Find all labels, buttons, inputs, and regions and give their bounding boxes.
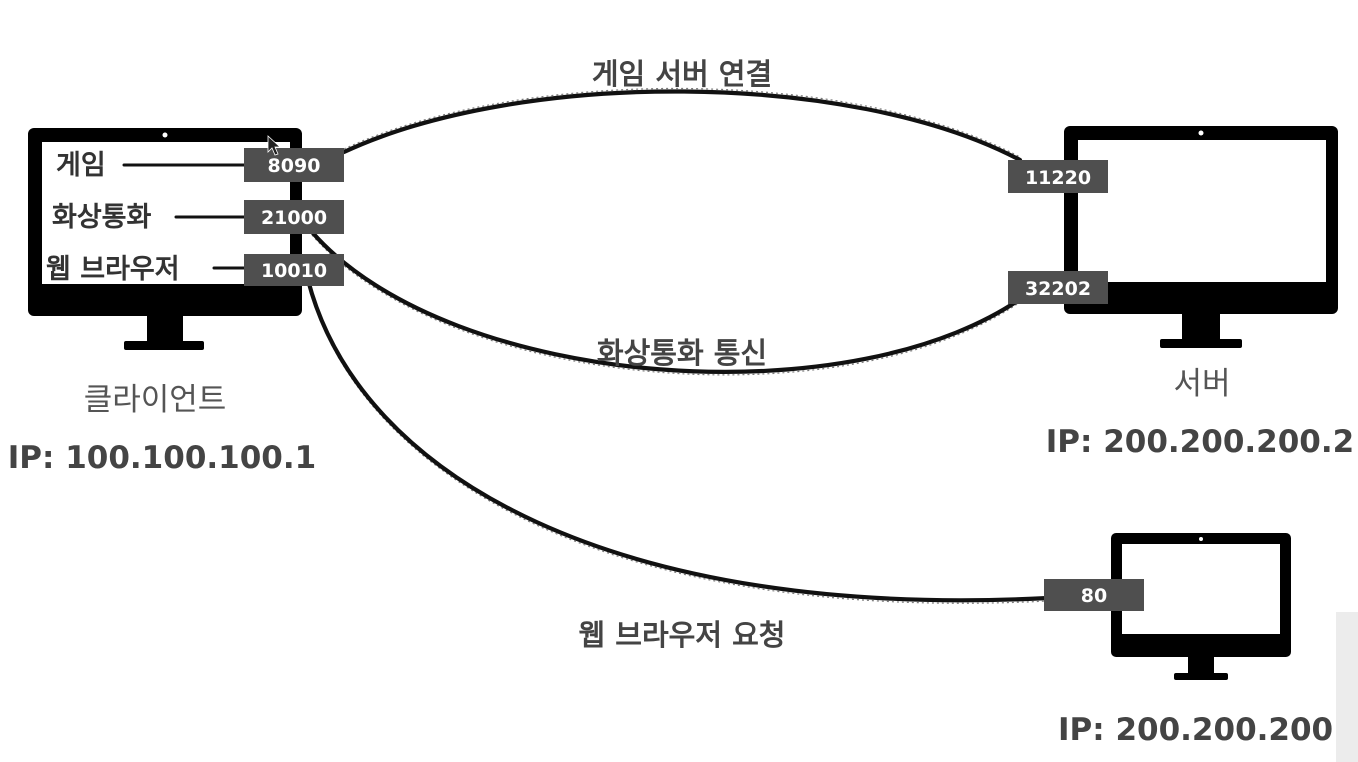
web-server-monitor: [1111, 533, 1291, 680]
server-port-box-game: [1008, 160, 1108, 193]
client-app-leaders: [122, 163, 248, 270]
web-server-ip: IP: 200.200.200.3: [1058, 712, 1358, 748]
scroll-edge-panel: [1336, 612, 1358, 762]
app-label-game: 게임: [56, 150, 106, 181]
label-game-connection: 게임 서버 연결: [592, 57, 772, 91]
client-monitor-camera: [162, 132, 168, 138]
server-port-box-video: [1008, 271, 1108, 304]
cursor-icon: [267, 135, 282, 156]
client-port-box-web: [244, 254, 344, 286]
server-ports: 11220 32202: [1008, 160, 1108, 304]
client-monitor-base: [124, 341, 204, 350]
web-server-monitor-camera: [1199, 537, 1203, 541]
edge-game-connection-fuzz: [343, 87, 1021, 158]
server-name: 서버: [1173, 366, 1230, 402]
app-label-video-call: 화상통화: [52, 202, 152, 233]
edge-video-call: [309, 229, 1033, 374]
client-port-game: 8090: [268, 155, 321, 177]
client-port-box-game: [244, 148, 344, 182]
label-video-call: 화상통화 통신: [597, 336, 767, 370]
server-monitor: [1064, 126, 1338, 348]
server-monitor-camera: [1198, 130, 1204, 136]
edge-game-connection: [341, 89, 1023, 163]
app-label-web-browser: 웹 브라우저: [46, 254, 180, 285]
edge-web-request: [305, 277, 1051, 603]
server-monitor-base: [1160, 339, 1242, 348]
client-ip: IP: 100.100.100.1: [8, 440, 316, 476]
web-server-monitor-neck: [1188, 655, 1214, 675]
web-server-monitor-screen: [1122, 544, 1280, 634]
client-app-labels: 게임 화상통화 웹 브라우저: [46, 150, 180, 285]
web-server-port: 80: [1081, 585, 1107, 607]
client-port-web: 10010: [261, 260, 327, 282]
server-port-video: 32202: [1025, 278, 1091, 300]
connection-lines: [305, 87, 1051, 604]
client-port-video: 21000: [261, 207, 327, 229]
server-monitor-screen: [1078, 140, 1326, 282]
web-server-monitor-base: [1174, 673, 1228, 680]
web-server-port-box: [1044, 579, 1144, 611]
edge-video-call-fuzz: [311, 234, 1031, 376]
server-port-game: 11220: [1025, 167, 1091, 189]
server-ip: IP: 200.200.200.2: [1046, 424, 1354, 460]
client-ports: 8090 21000 10010: [244, 148, 344, 286]
client-port-box-video: [244, 200, 344, 234]
label-web-request: 웹 브라우저 요청: [579, 618, 786, 652]
client-name: 클라이언트: [84, 382, 227, 418]
client-monitor-neck: [147, 314, 183, 344]
server-monitor-neck: [1182, 312, 1220, 342]
edge-web-request-fuzz: [307, 282, 1049, 604]
